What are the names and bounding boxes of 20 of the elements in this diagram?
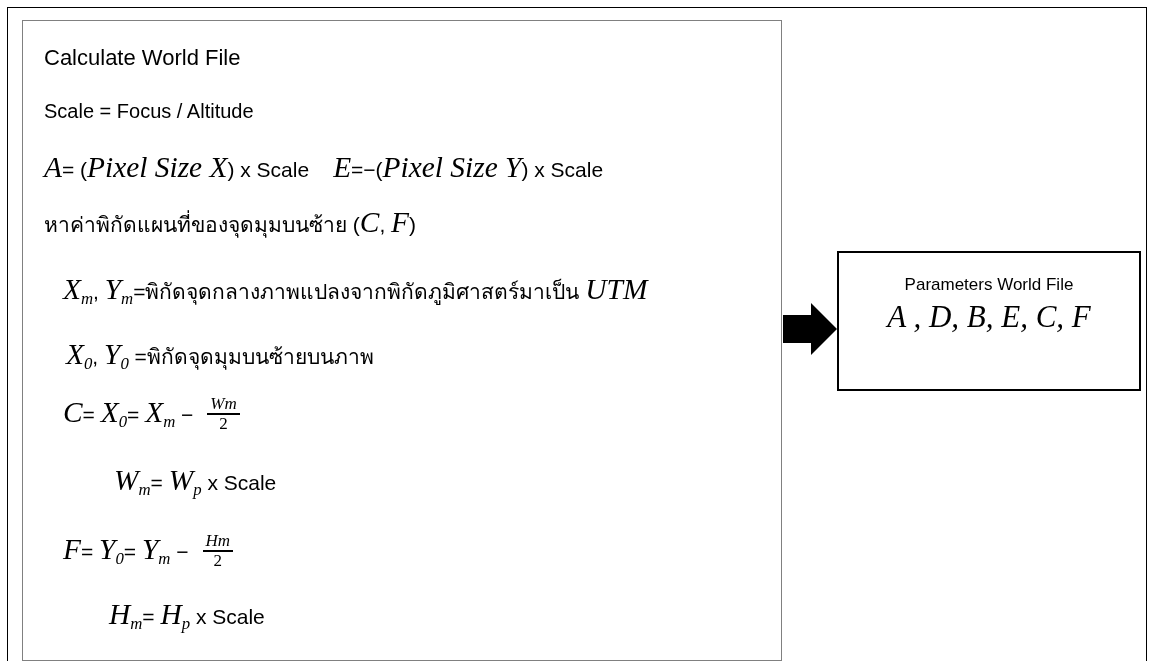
box-heading: Parameters World File <box>903 275 1075 295</box>
formula-text: H$_{m}$= H$_{p}$ x Scale <box>109 597 265 635</box>
result-box <box>837 251 1141 391</box>
formula-text: A= (Pixel Size X) x Scale <box>44 150 310 184</box>
block-arrow <box>783 303 837 355</box>
fraction-numerator: Wm <box>207 395 240 415</box>
formula-text: F= Y$_{0}$= Y$_{m}$ − <box>63 532 189 570</box>
formula-text: E=−(Pixel Size Y) x Scale <box>333 150 604 184</box>
formula-text: Scale = Focus / Altitude <box>44 99 254 123</box>
process-box <box>22 20 782 661</box>
fraction-denominator: 2 <box>218 415 229 433</box>
formula-text: หาค่าพิกัดแผนที่ของจุดมุมบนซ้าย (C, F) <box>44 205 417 240</box>
formula-text: X$_{m}$, Y$_{m}$=พิกัดจุดกลางภาพแปลงจากพิกัดภูมิศาสตร์มาเป็น UTM <box>63 272 648 310</box>
box-heading: Calculate World File <box>44 45 241 71</box>
fraction-denominator: 2 <box>212 552 224 570</box>
fraction-numerator: Hm <box>202 532 234 552</box>
formula-text: X$_{0}$, Y$_{0}$ =พิกัดจุดมุมบนซ้ายบนภาพ <box>66 337 374 375</box>
formula-text: A , D, B, E, C, F <box>884 299 1092 335</box>
formula-text: C= X$_{0}$= X$_{m}$ − <box>63 395 194 433</box>
formula-text: W$_{m}$= W$_{p}$ x Scale <box>114 463 277 501</box>
